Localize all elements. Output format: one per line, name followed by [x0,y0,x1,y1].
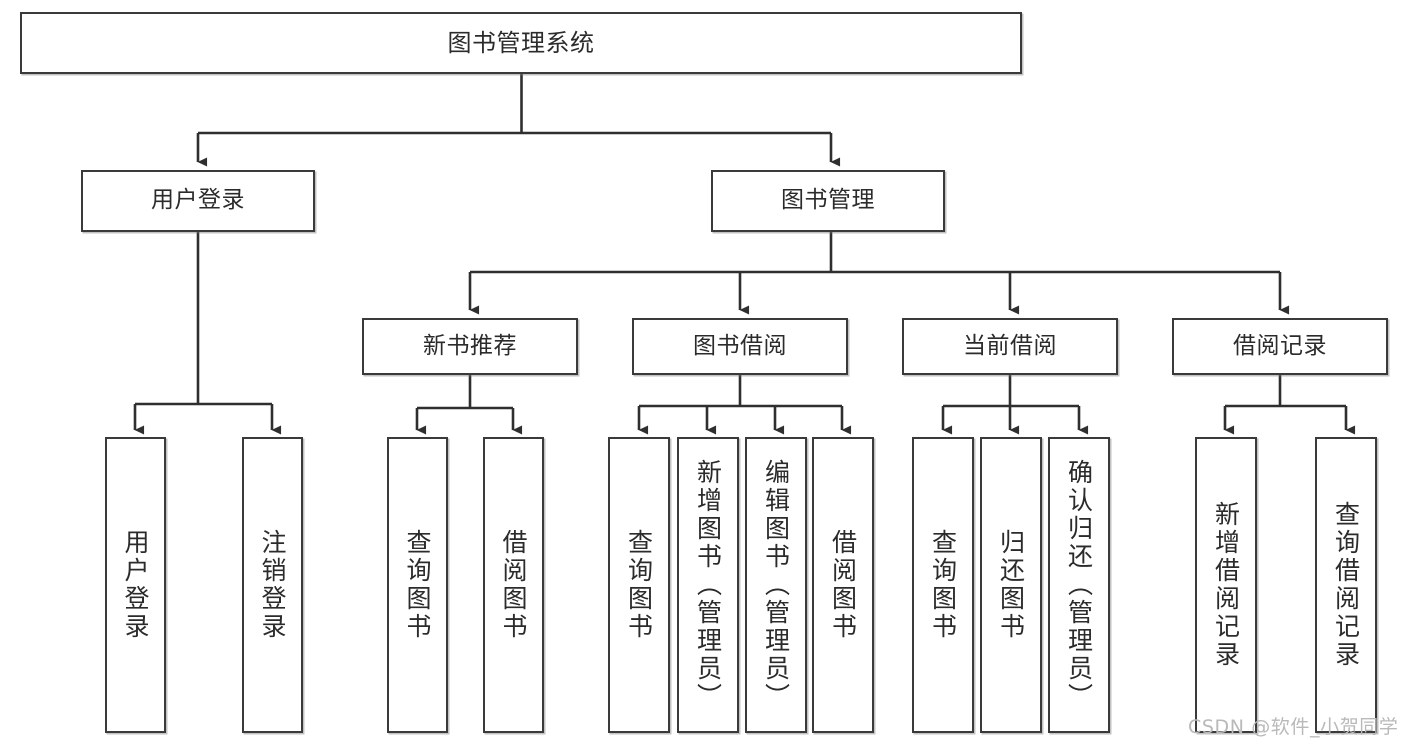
node-label: 借阅记录 [1233,332,1327,359]
node-label: 查询图书 [928,529,958,641]
node-label: 图书管理 [781,187,875,214]
node-label: 确认归还（管理员） [1064,459,1094,711]
node-label: 借阅图书 [499,529,528,641]
leaf-borrow-edit-book-admin[interactable]: 编辑图书（管理员） [745,437,807,733]
node-label: 注销登录 [258,529,287,641]
node-user-login[interactable]: 用户登录 [81,170,315,232]
node-book-borrow[interactable]: 图书借阅 [632,318,848,375]
leaf-recommend-borrow-book[interactable]: 借阅图书 [483,437,544,733]
leaf-record-query-record[interactable]: 查询借阅记录 [1315,437,1377,733]
leaf-user-login-login[interactable]: 用户登录 [105,437,166,733]
node-label: 图书借阅 [693,332,787,359]
node-new-book-recommend[interactable]: 新书推荐 [362,318,578,375]
node-label: 查询图书 [624,529,654,641]
leaf-current-return-book[interactable]: 归还图书 [980,437,1042,733]
node-label: 新增借阅记录 [1211,501,1241,669]
leaf-borrow-borrow-book[interactable]: 借阅图书 [812,437,874,733]
leaf-borrow-add-book-admin[interactable]: 新增图书（管理员） [677,437,739,733]
node-root-system[interactable]: 图书管理系统 [20,12,1022,74]
leaf-user-login-logout[interactable]: 注销登录 [242,437,303,733]
node-label: 借阅图书 [828,529,858,641]
node-label: 新书推荐 [423,332,517,359]
node-current-borrow[interactable]: 当前借阅 [902,318,1118,375]
csdn-watermark: CSDN @软件_小贺同学 [1188,716,1399,738]
node-label: 用户登录 [121,529,150,641]
node-borrow-record[interactable]: 借阅记录 [1172,318,1388,375]
leaf-current-query-book[interactable]: 查询图书 [912,437,974,733]
leaf-current-confirm-return-admin[interactable]: 确认归还（管理员） [1048,437,1110,733]
node-label: 当前借阅 [963,332,1057,359]
node-label: 归还图书 [996,529,1026,641]
node-label: 用户登录 [151,187,245,214]
node-label: 编辑图书（管理员） [761,459,791,711]
node-label: 查询借阅记录 [1331,501,1361,669]
node-book-management[interactable]: 图书管理 [711,170,945,232]
leaf-record-add-record[interactable]: 新增借阅记录 [1195,437,1257,733]
node-label: 新增图书（管理员） [693,459,723,711]
leaf-recommend-query-book[interactable]: 查询图书 [387,437,448,733]
node-label: 图书管理系统 [447,28,595,57]
leaf-borrow-query-book[interactable]: 查询图书 [608,437,670,733]
node-label: 查询图书 [403,529,432,641]
